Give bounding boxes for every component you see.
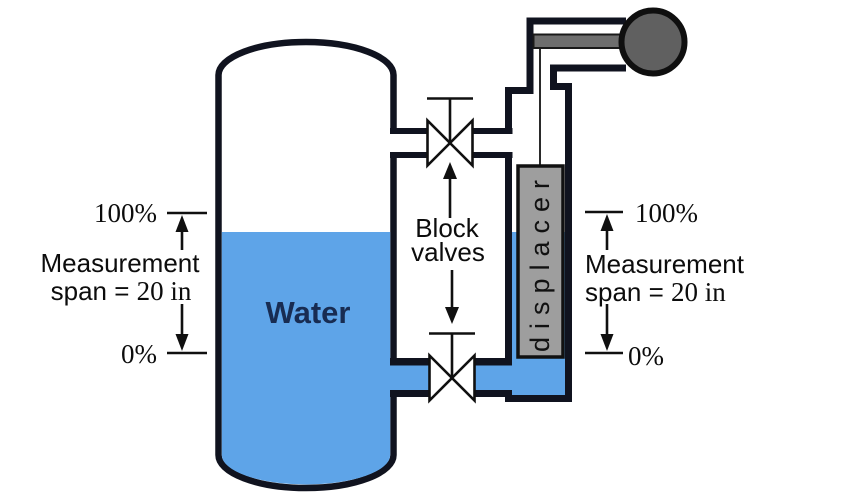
- left-span-line2: span = 20 in: [51, 276, 192, 306]
- right-span-line2: span = 20 in: [585, 277, 726, 307]
- arrow-to-bottom-valve-head: [445, 307, 459, 324]
- left-up-arrow-head: [175, 215, 189, 232]
- left-span-line2-value: 20 in: [137, 276, 192, 306]
- arrow-to-top-valve-head: [443, 162, 457, 179]
- water-label: Water: [266, 295, 351, 330]
- block-valves-callout: Block valves: [411, 162, 485, 324]
- left-down-arrow-head: [175, 334, 189, 351]
- upper-pipe-left-bore: [388, 134, 428, 152]
- transmitter-head: [618, 7, 688, 77]
- top-block-valve: [426, 97, 474, 169]
- right-0-label: 0%: [628, 341, 664, 371]
- torque-tube-head-assembly: [532, 7, 688, 166]
- right-span-line2-prefix: span =: [585, 277, 671, 307]
- left-measurement-scale: 100% Measurement span = 20 in 0%: [41, 198, 207, 369]
- storage-tank: Water: [215, 38, 397, 492]
- bottom-valve-body-right: [450, 352, 476, 404]
- left-span-line1: Measurement: [41, 248, 201, 278]
- displacer: displacer: [516, 164, 565, 359]
- displacer-body: [516, 164, 565, 359]
- upper-pipe: [388, 128, 516, 158]
- top-valve-body-left: [426, 117, 452, 169]
- upper-pipe-right-bore: [472, 134, 516, 152]
- left-0-label: 0%: [121, 339, 157, 369]
- right-span-line2-value: 20 in: [671, 277, 726, 307]
- displacer-label: displacer: [525, 172, 555, 352]
- left-span-line2-prefix: span =: [51, 276, 137, 306]
- left-100-label: 100%: [94, 198, 157, 228]
- right-span-line1: Measurement: [585, 249, 745, 279]
- bottom-block-valve: [428, 332, 476, 404]
- block-valves-label-line1: Block: [415, 213, 480, 243]
- right-up-arrow-head: [600, 214, 614, 231]
- tank-water: [221, 232, 391, 485]
- top-valve-body-right: [448, 117, 474, 169]
- block-valves-label-line2: valves: [411, 237, 485, 267]
- right-down-arrow-head: [600, 334, 614, 351]
- lower-pipe-left-bore: [388, 365, 430, 390]
- right-100-label: 100%: [635, 198, 698, 228]
- bottom-valve-body-left: [428, 352, 454, 404]
- torque-arm: [532, 33, 625, 49]
- lower-pipe-right-bore: [474, 365, 516, 390]
- right-measurement-scale: 100% Measurement span = 20 in 0%: [585, 198, 745, 371]
- lower-pipe: [388, 358, 516, 397]
